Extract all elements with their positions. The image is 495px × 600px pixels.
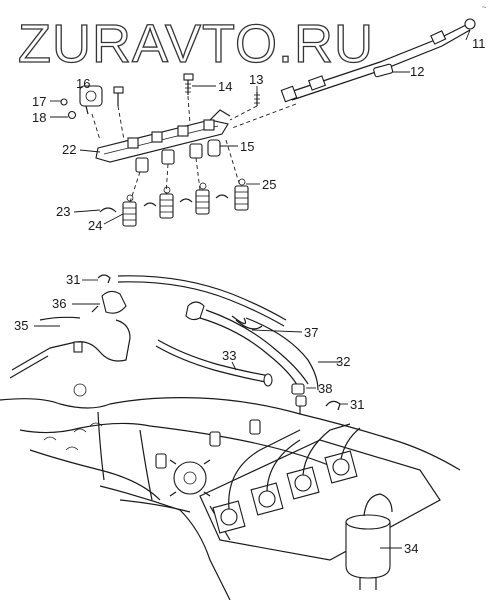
clamp-31-top [97,274,111,284]
callout-32: 32 [336,354,350,369]
bolt-14-b [113,86,124,106]
long-hose-top [117,275,287,327]
washer-17 [60,98,68,106]
injector-o-ring-set [135,143,203,173]
fitting-top-hose [185,301,205,321]
evap-canister-34 [345,493,393,590]
injector-2 [159,193,174,219]
callout-11: 11 [472,36,486,51]
callout-37: 37 [304,325,318,340]
canister-valve-36 [91,290,127,314]
hose-32 [245,317,319,391]
vacuum-hose-35 [9,316,131,379]
fuel-rail-22 [95,109,231,163]
callout-31-top: 31 [66,272,80,287]
leader-lines [34,29,471,549]
callout-31-bottom: 31 [350,397,364,412]
fuel-line-11 [280,18,476,103]
damper-15 [207,139,221,157]
hose-37 [199,309,309,391]
hose-33 [155,339,273,387]
watermark-text: ZURAVTO.RU [18,14,374,74]
callout-36: 36 [52,296,66,311]
callout-18: 18 [32,110,46,125]
connector-38 [291,383,307,414]
injector-4 [234,185,249,211]
clamp-31-bottom [325,400,341,411]
dash-lines-upper [91,95,297,203]
fuel-fitting-12 [373,63,394,78]
coil-pack-area [199,423,441,561]
callout-14: 14 [218,79,232,94]
sensor-gear [169,459,211,497]
callout-numbers: 11 12 13 14 15 16 17 18 22 23 24 25 31 3… [14,36,486,556]
callout-34: 34 [404,541,418,556]
bolt-14 [183,73,194,95]
pressure-regulator-16 [79,85,103,115]
corner-mark: ~ [482,3,487,12]
bolt-13 [254,92,260,106]
engine-block-outline [0,383,461,600]
seal-25 [126,178,246,202]
callout-33: 33 [222,348,236,363]
callout-13: 13 [249,72,263,87]
washer-18 [67,110,77,120]
callout-17: 17 [32,94,46,109]
callout-35: 35 [14,318,28,333]
injector-3 [195,189,210,215]
callout-38: 38 [318,381,332,396]
callout-16: 16 [76,76,90,91]
callout-22: 22 [62,142,76,157]
callout-12: 12 [410,64,424,79]
callout-23: 23 [56,204,70,219]
callout-25: 25 [262,177,276,192]
callout-24: 24 [88,218,102,233]
injector-24 [122,201,137,227]
small-fittings [155,419,261,469]
injector-clip-23 [99,194,229,213]
callout-15: 15 [240,139,254,154]
